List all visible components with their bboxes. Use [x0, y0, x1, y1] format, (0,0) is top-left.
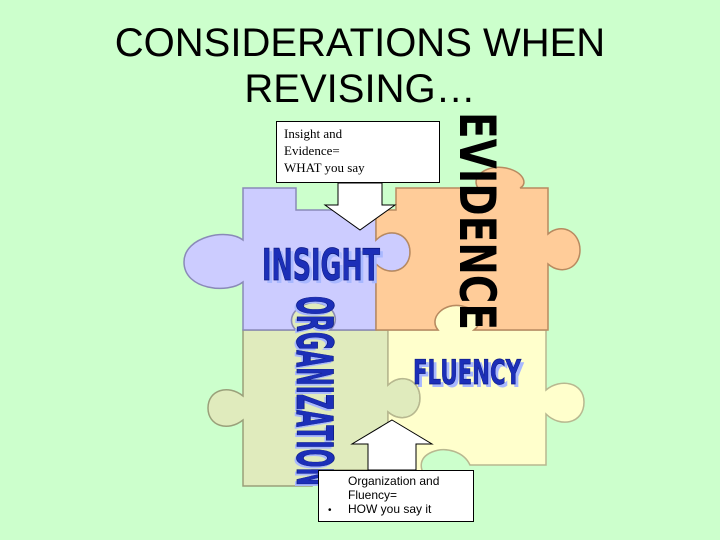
callout-bottom-line-3: HOW you say it [348, 502, 432, 516]
bullet-icon: • [328, 505, 332, 516]
fluency-shadow-text: FLUENCY [416, 356, 524, 396]
callout-how-you-say-it: • Organization and Fluency= HOW you say … [318, 470, 474, 522]
callout-top-line-1: Insight and [284, 126, 343, 141]
title-line-2: REVISING… [244, 67, 476, 111]
organization-word-art: ORGANIZATION ORGANIZATION [283, 296, 343, 488]
slide-title: CONSIDERATIONS WHEN REVISING… [60, 20, 660, 112]
fluency-text: FLUENCY [413, 353, 521, 393]
callout-bottom-line-1: Organization and [348, 474, 440, 488]
evidence-word-art: EVIDENCE [448, 112, 506, 330]
callout-top-line-3: WHAT you say [284, 160, 365, 175]
insight-word-art: INSIGHT INSIGHT [262, 240, 383, 294]
fluency-word-art: FLUENCY FLUENCY [413, 353, 525, 396]
insight-shadow-text: INSIGHT [265, 243, 383, 294]
organization-shadow-text: ORGANIZATION [283, 298, 341, 488]
callout-what-you-say: Insight and Evidence= WHAT you say [276, 121, 440, 183]
callout-top-line-2: Evidence= [284, 143, 340, 158]
insight-text: INSIGHT [262, 240, 380, 291]
down-arrow [323, 182, 397, 231]
callout-bottom-line-2: Fluency= [348, 488, 398, 502]
title-line-1: CONSIDERATIONS WHEN [114, 21, 606, 65]
evidence-piece [375, 166, 581, 331]
evidence-text: EVIDENCE [448, 112, 506, 330]
organization-text: ORGANIZATION [285, 296, 343, 486]
